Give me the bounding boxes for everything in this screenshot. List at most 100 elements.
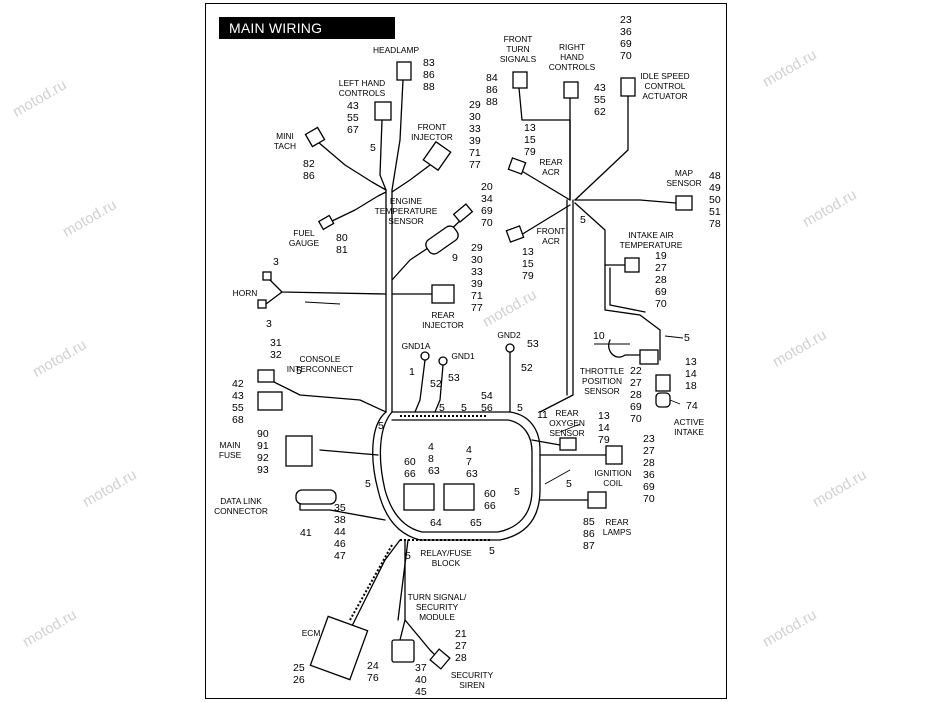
splice-callout: 5 [514, 486, 520, 498]
rear-acr-wire [519, 169, 571, 201]
idle-speed-control-actuator-refs: 23 36 69 70 [620, 14, 632, 62]
console-connector [257, 369, 275, 383]
horn-terminal-b [257, 299, 267, 309]
mini-tach-refs: 82 86 [303, 158, 315, 182]
left-hand-controls-label: LEFT HAND CONTROLS [338, 78, 386, 98]
fuel-gauge-connector [317, 214, 335, 231]
callout-54-56: 54 56 [481, 390, 493, 414]
fuel-gauge-refs: 80 81 [336, 232, 348, 256]
splice-callout: 5 [370, 142, 376, 154]
intake-air-temperature-refs: 19 27 28 69 70 [655, 250, 667, 310]
mini-tach-label: MINI TACH [273, 131, 297, 151]
front-injector-refs: 29 30 33 39 71 77 [469, 99, 481, 171]
console-wire [269, 379, 387, 413]
data-link-ref-41: 41 [300, 527, 312, 539]
security-siren-connector [429, 648, 451, 670]
callout-60-66-left: 60 66 [404, 456, 416, 480]
engine-temperature-sensor-label: ENGINE TEMPERATURE SENSOR [374, 196, 438, 226]
fuel-gauge-label: FUEL GAUGE [288, 228, 320, 248]
callout-4-8-63: 4 8 63 [428, 441, 440, 477]
gnd1a-wire [414, 359, 426, 413]
front-turn-signals-refs: 84 86 88 [486, 72, 498, 108]
engine-temp-body [452, 203, 474, 223]
console-plug [257, 391, 283, 411]
callout-65: 65 [470, 517, 482, 529]
callout-60-66-right: 60 66 [484, 488, 496, 512]
rear-acr-refs: 13 15 79 [524, 122, 536, 158]
throttle-position-sensor-refs: 22 27 28 69 70 [630, 365, 642, 425]
headlamp-wire [391, 79, 404, 191]
rear-oxygen-sensor-refs: 13 14 79 [598, 410, 610, 446]
right-hand-controls-label: RIGHT HAND CONTROLS [548, 42, 596, 72]
data-link-connector-body [295, 489, 337, 505]
ignition-coil-connector [605, 445, 623, 465]
idle-speed-control-actuator-label: IDLE SPEED CONTROL ACTUATOR [640, 71, 690, 101]
splice-callout: 5 [489, 545, 495, 557]
ecm-body [309, 615, 369, 681]
intake-lower-wire [604, 264, 661, 361]
front-injector-body [422, 140, 452, 172]
mini-tach-wire [317, 141, 387, 191]
gnd1-ref: 53 [448, 372, 460, 384]
relay-fuse-block-label: RELAY/FUSE BLOCK [420, 548, 472, 568]
left-hand-connector [374, 101, 392, 121]
front-turn-signals-label: FRONT TURN SIGNALS [499, 34, 537, 64]
callout-11: 11 [537, 409, 548, 421]
ecm-harness-wrap [349, 544, 393, 621]
turn-signal-security-module-label: TURN SIGNAL/ SECURITY MODULE [407, 592, 467, 622]
splice-callout: 5 [365, 478, 371, 490]
splice-callout: 5 [684, 332, 690, 344]
active-intake-refs: 13 14 18 [685, 356, 697, 392]
gnd1-label: GND1 [451, 351, 475, 361]
map-sensor-label: MAP SENSOR [666, 168, 702, 188]
callout-9: 9 [452, 252, 458, 264]
front-acr-refs: 13 15 79 [522, 246, 534, 282]
splice-callout: 5 [517, 402, 523, 414]
splice-callout: 5 [566, 478, 572, 490]
horn-terminal-a [262, 271, 272, 281]
rear-o2-wire [531, 439, 561, 446]
relay-fuse-block-ref: 64 [430, 517, 442, 529]
horn-ref-top: 3 [273, 256, 279, 268]
throttle-connector [639, 349, 659, 365]
right-hand-connector [563, 81, 579, 99]
headlamp-connector [396, 61, 412, 81]
console-interconnect-label: CONSOLE INTERCONNECT [286, 354, 354, 374]
active-intake-ref-74: 74 [686, 400, 698, 412]
main-fuse-wire [319, 449, 379, 456]
mini-tach-connector [304, 126, 326, 148]
diagram-frame [205, 3, 727, 699]
rear-injector-label: REAR INJECTOR [422, 310, 464, 330]
throttle-position-sensor-label: THROTTLE POSITION SENSOR [579, 366, 625, 396]
front-turn-signals-connector [512, 71, 528, 89]
gnd1a-label: GND1A [401, 341, 431, 351]
rear-lamps-label: REAR LAMPS [602, 517, 632, 537]
front-injector-wire [391, 161, 435, 193]
gnd1a-ref: 1 [409, 366, 415, 378]
front-acr-wire [515, 204, 571, 239]
active-intake-label: ACTIVE INTAKE [673, 417, 705, 437]
map-sensor-connector [675, 195, 693, 211]
front-acr-connector [505, 225, 525, 243]
data-link-connector-refs: 35 38 44 46 47 [334, 502, 346, 562]
map-sensor-refs: 48 49 50 51 78 [709, 170, 721, 230]
front-acr-label: FRONT ACR [536, 226, 566, 246]
horn-label: HORN [232, 288, 258, 298]
diagram-title: MAIN WIRING HARNESS [219, 17, 395, 58]
splice-callout: 5 [461, 402, 467, 414]
splice-callout: 5 [378, 420, 384, 432]
left-hand-controls-wire [379, 119, 387, 191]
splice-callout: 5 [439, 402, 445, 414]
rear-oxygen-sensor-label: REAR OXYGEN SENSOR [549, 408, 585, 438]
main-fuse-refs: 90 91 92 93 [257, 428, 269, 476]
intake-air-wire [574, 202, 626, 266]
engine-temperature-sensor-refs: 20 34 69 70 [481, 181, 493, 229]
main-fuse-connector [285, 435, 313, 467]
rear-acr-connector [507, 157, 527, 175]
console-interconnect-refs: 31 32 [270, 337, 282, 361]
iac-wire [574, 95, 629, 201]
security-siren-label: SECURITY SIREN [450, 670, 494, 690]
ignition-coil-label: IGNITION COIL [594, 468, 632, 488]
